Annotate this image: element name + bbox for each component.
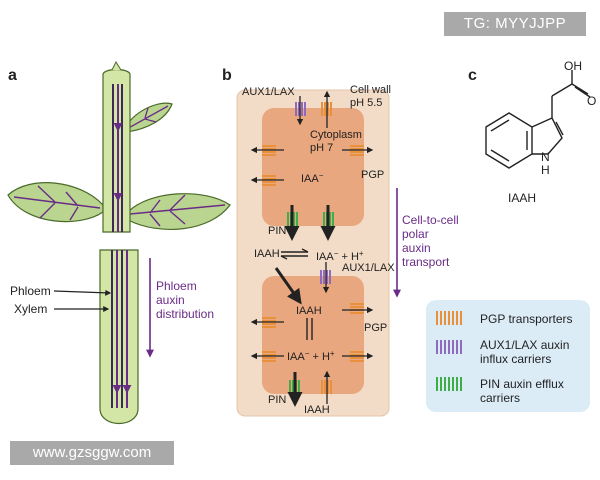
oh-label: OH [564, 59, 582, 73]
distribution-label-3: distribution [156, 307, 215, 321]
polar-label-4: transport [402, 255, 450, 269]
polar-label-3: auxin [402, 241, 431, 255]
aux1-top-label: AUX1/LAX [242, 86, 295, 98]
upper-pgp-top [321, 102, 332, 116]
pin-icon [436, 377, 462, 391]
polar-label-2: polar [402, 227, 429, 241]
legend-aux1-label-2: influx carriers [480, 352, 552, 366]
iaah-bottom-label: IAAH [304, 404, 330, 416]
pin-mid-label: PIN [268, 225, 287, 237]
upper-stem [102, 68, 131, 233]
iaah-mid-label: IAAH [254, 248, 280, 260]
cytoplasm-ph-label: pH 7 [310, 142, 334, 154]
pin-bottom-label: PIN [268, 394, 287, 406]
legend-box [426, 300, 590, 412]
cell-transport-diagram [236, 89, 401, 417]
polar-label-1: Cell-to-cell [402, 213, 459, 227]
right-leaf [127, 193, 231, 230]
iaa-plus-h-label: IAA− + H+ [316, 249, 364, 263]
phloem-label: Phloem [10, 284, 51, 298]
panel-a-letter: a [8, 67, 17, 84]
pgp-icon [436, 311, 462, 325]
cell-wall-ph-label: pH 5.5 [350, 97, 383, 109]
lower-cell-cytoplasm [262, 276, 364, 394]
o-label: O [587, 94, 597, 108]
distribution-label-2: auxin [156, 293, 185, 307]
panel-c-letter: c [468, 67, 477, 84]
legend-pin-label-1: PIN auxin efflux [480, 377, 564, 391]
upper-aux1-carrier [295, 102, 306, 116]
aux1-icon [436, 340, 462, 354]
watermark-bottom: www.gzsggw.com [10, 441, 174, 465]
pgp-bottom-label: PGP [364, 322, 388, 334]
lower-stem [99, 249, 139, 424]
legend-pgp-label: PGP transporters [480, 312, 573, 326]
iaah-lower-cell-label: IAAH [296, 305, 322, 317]
compound-label: IAAH [508, 191, 537, 205]
pgp-top-label: PGP [361, 169, 385, 181]
distribution-label-1: Phloem [156, 279, 197, 293]
iaa-top-label: IAA− [301, 171, 324, 185]
xylem-label: Xylem [14, 302, 48, 316]
panel-b-letter: b [222, 67, 232, 84]
watermark-top: TG: MYYJJPP [444, 12, 586, 36]
aux1-mid-label: AUX1/LAX [342, 262, 395, 274]
legend-pin-label-2: carriers [480, 391, 521, 405]
cell-wall-label: Cell wall [350, 84, 391, 96]
h-label: H [541, 163, 550, 177]
upper-pgp-left [262, 145, 276, 186]
upper-cell-cytoplasm [262, 108, 364, 226]
iaa-lower-cell-label: IAA− + H+ [287, 349, 335, 363]
n-label: N [541, 150, 550, 164]
legend-aux1-label-1: AUX1/LAX auxin [480, 338, 570, 352]
plant-illustration [7, 60, 231, 424]
iaah-structure [485, 70, 591, 169]
upper-pgp-right [350, 145, 364, 156]
cytoplasm-label: Cytoplasm [310, 129, 362, 141]
